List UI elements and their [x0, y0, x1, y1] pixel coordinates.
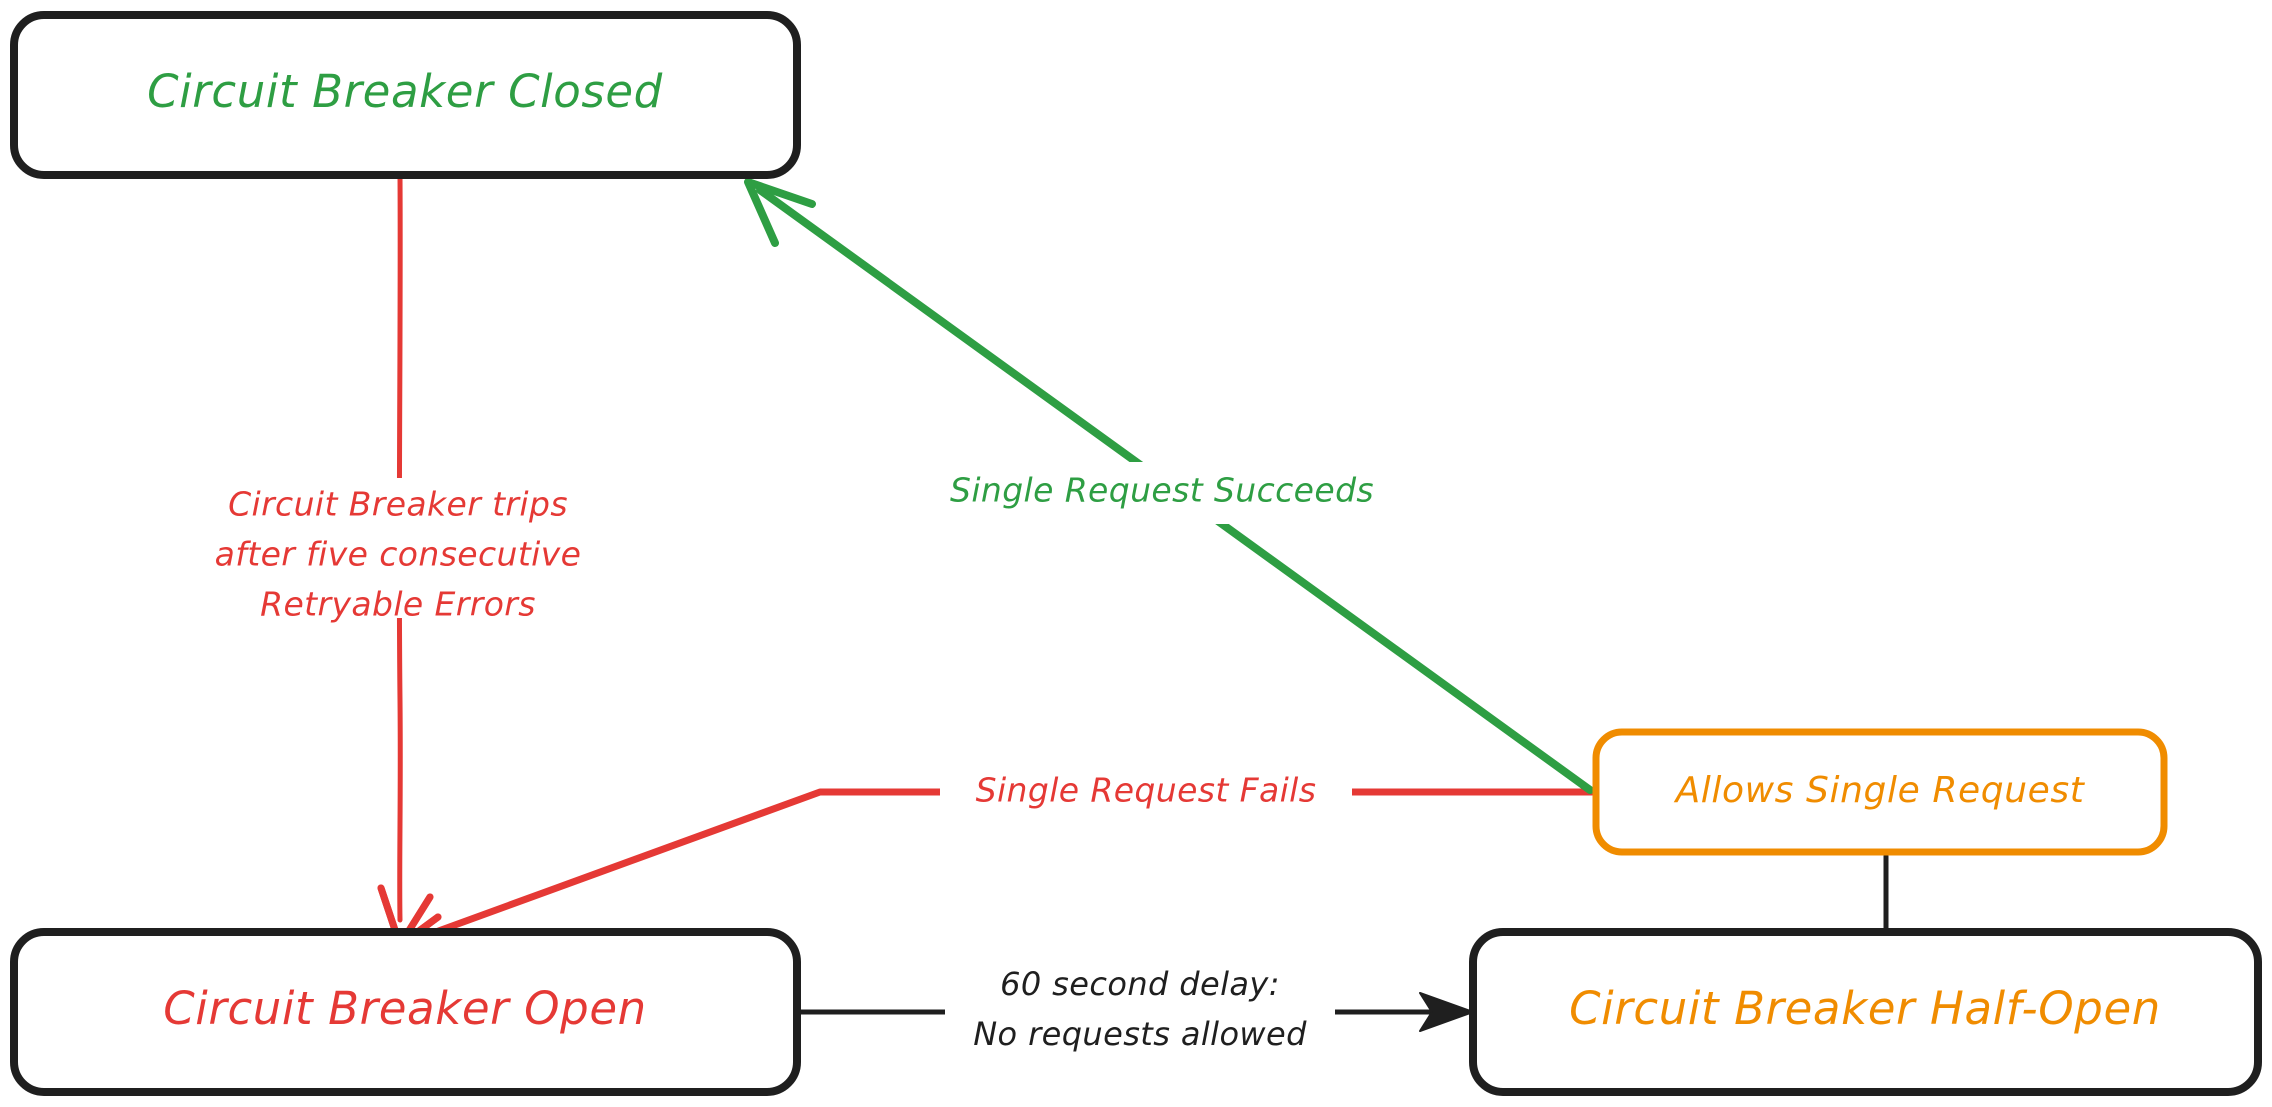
node-allows-single-request-box[interactable]: [1592, 728, 2168, 856]
edge-label-delay-line-2: No requests allowed: [973, 1015, 1307, 1053]
node-circuit-breaker-open-box[interactable]: [10, 928, 801, 1096]
node-circuit-breaker-closed[interactable]: Circuit Breaker Closed: [10, 11, 801, 179]
node-circuit-breaker-closed-label: Circuit Breaker Closed: [147, 65, 663, 118]
edge-label-trips-line-3: Retryable Errors: [260, 585, 536, 624]
edge-label-fails-bg: [940, 762, 1352, 822]
node-circuit-breaker-closed-box[interactable]: [10, 11, 801, 179]
node-circuit-breaker-half-open-label: Circuit Breaker Half-Open: [1569, 982, 2161, 1035]
node-circuit-breaker-open[interactable]: Circuit Breaker Open: [10, 928, 801, 1096]
edge-label-delay-bg: [945, 950, 1335, 1072]
edge-allows-to-closed-arrowhead: [744, 178, 816, 247]
edge-closed-to-open-line: [396, 173, 403, 923]
edge-label-delay-line-1: 60 second delay:: [1000, 965, 1280, 1003]
node-allows-single-request[interactable]: Allows Single Request: [1592, 728, 2168, 856]
edge-open-to-half-open-arrowhead: [1419, 992, 1474, 1032]
edge-label-succeeds: Single Request Succeeds: [912, 462, 1412, 524]
node-circuit-breaker-open-label: Circuit Breaker Open: [163, 982, 647, 1035]
edge-label-trips-bg: [168, 478, 588, 618]
edge-label-fails: Single Request Fails: [940, 762, 1352, 822]
edge-label-trips-line-2: after five consecutive: [215, 535, 582, 574]
node-allows-single-request-label: Allows Single Request: [1674, 770, 2086, 811]
edge-label-succeeds-text: Single Request Succeeds: [950, 471, 1374, 510]
edge-label-fails-text: Single Request Fails: [976, 771, 1317, 810]
node-circuit-breaker-half-open[interactable]: Circuit Breaker Half-Open: [1469, 928, 2262, 1096]
edge-label-delay: 60 second delay: No requests allowed: [945, 950, 1335, 1072]
edge-open-to-half-open: [797, 992, 1474, 1032]
edge-label-trips: Circuit Breaker trips after five consecu…: [168, 478, 588, 624]
node-circuit-breaker-half-open-box[interactable]: [1469, 928, 2262, 1096]
edge-label-trips-line-1: Circuit Breaker trips: [228, 485, 568, 524]
edge-label-succeeds-bg: [912, 462, 1412, 524]
